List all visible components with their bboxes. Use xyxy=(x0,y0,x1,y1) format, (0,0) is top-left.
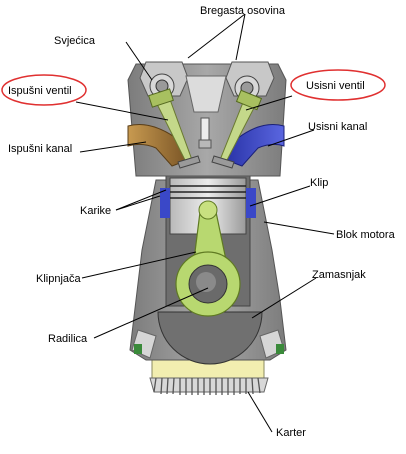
label-rings: Karike xyxy=(80,205,111,217)
label-exhaust-port: Ispušni kanal xyxy=(8,143,72,155)
label-intake-port: Usisni kanal xyxy=(308,121,367,133)
label-spark-plug: Svjećica xyxy=(54,35,96,47)
label-engine-block: Blok motora xyxy=(336,229,396,241)
exhaust-valve xyxy=(148,88,201,169)
flywheel xyxy=(157,311,263,365)
oil-pan xyxy=(149,357,269,395)
label-intake-valve: Usisni ventil xyxy=(306,80,365,92)
exhaust-port xyxy=(127,124,189,167)
label-oil-pan: Karter xyxy=(276,427,306,439)
label-crankshaft: Radilica xyxy=(48,333,88,345)
intake-valve xyxy=(211,89,263,169)
exhaust-valve-highlight xyxy=(1,74,87,106)
spark-plug xyxy=(198,117,212,149)
label-piston: Klip xyxy=(310,177,328,189)
connecting-rod xyxy=(193,200,227,261)
intake-port xyxy=(225,124,285,167)
label-conrod: Klipnjača xyxy=(36,273,82,285)
label-camshaft: Bregasta osovina xyxy=(200,5,286,17)
intake-valve-highlight xyxy=(290,69,386,101)
label-exhaust-valve: Ispušni ventil xyxy=(8,85,72,97)
label-flywheel: Zamasnjak xyxy=(312,269,366,281)
crankshaft xyxy=(175,251,241,317)
leader-lines xyxy=(75,13,335,433)
